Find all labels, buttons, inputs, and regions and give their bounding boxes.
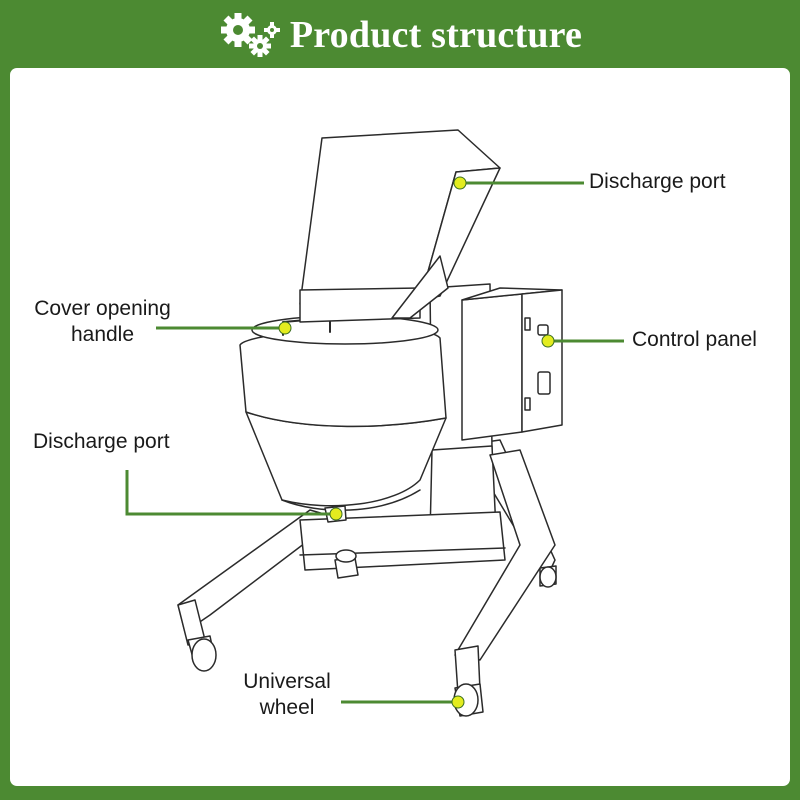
page-title: Product structure xyxy=(289,14,583,56)
label-discharge-port-bottom: Discharge port xyxy=(33,430,170,453)
machine-drawing xyxy=(125,129,624,717)
wheel-left xyxy=(191,638,217,672)
gears-icon xyxy=(220,13,280,57)
marker-discharge-port-bottom xyxy=(329,507,343,521)
label-universal-wheel-line2: wheel xyxy=(259,696,315,719)
label-universal-wheel-line1: Universal xyxy=(243,670,331,693)
label-cover-handle: Cover opening handle xyxy=(20,296,185,348)
control-box xyxy=(461,287,563,441)
marker-discharge-port-top xyxy=(453,176,467,190)
marker-cover-handle xyxy=(278,321,292,335)
label-universal-wheel: Universal wheel xyxy=(232,669,342,721)
label-cover-handle-line1: Cover opening xyxy=(34,297,171,320)
marker-control-panel xyxy=(541,334,555,348)
diagram-panel: Discharge port Control panel Cover openi… xyxy=(10,68,790,786)
label-discharge-port-top: Discharge port xyxy=(589,170,726,193)
leader-discharge-port-bottom xyxy=(125,470,336,516)
label-cover-handle-line2: handle xyxy=(70,323,135,346)
marker-universal-wheel xyxy=(451,695,465,709)
label-control-panel: Control panel xyxy=(632,328,757,351)
wheel-center xyxy=(335,549,357,563)
mixing-drum xyxy=(239,315,447,511)
wheel-back xyxy=(539,566,557,588)
header-banner: Product structure xyxy=(0,0,800,70)
hopper-chute xyxy=(299,129,501,323)
